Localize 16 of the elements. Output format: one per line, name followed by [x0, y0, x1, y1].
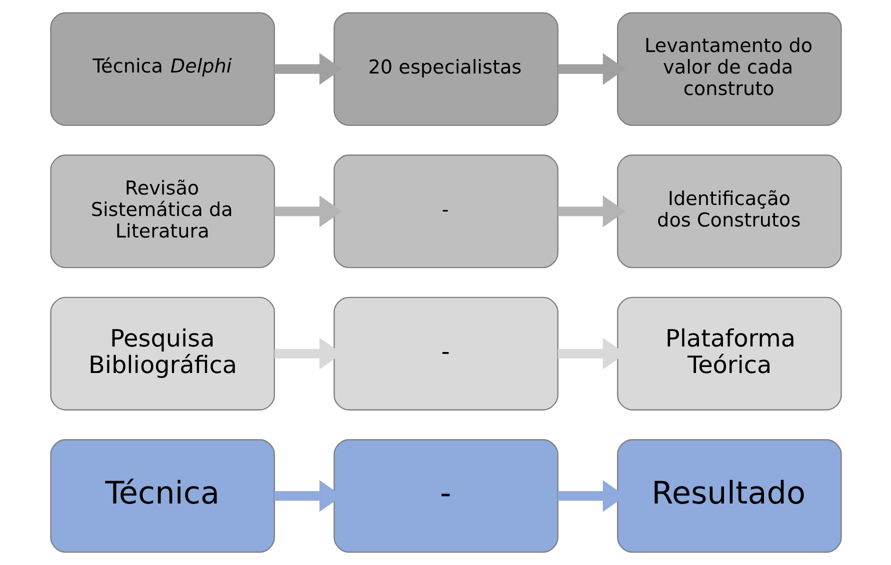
arrow: [557, 53, 626, 85]
node-box: -: [333, 296, 558, 410]
arrow: [557, 195, 626, 228]
node-box: Revisão Sistemática da Literatura: [50, 154, 274, 268]
node-box: Identificação dos Construtos: [616, 154, 842, 268]
node-box: 20 especialistas: [333, 12, 558, 126]
node-box: Levantamento do valor de cada construto: [616, 12, 842, 126]
node-box: Resultado: [616, 439, 842, 553]
node-box: Técnica: [50, 439, 274, 553]
node-box: -: [333, 439, 558, 553]
arrow: [274, 195, 342, 228]
node-box: Plataforma Teórica: [616, 296, 842, 410]
node-box: Técnica Delphi: [50, 12, 274, 126]
node-box: -: [333, 154, 558, 268]
arrow: [274, 53, 342, 85]
node-box: Pesquisa Bibliográfica: [50, 296, 274, 410]
